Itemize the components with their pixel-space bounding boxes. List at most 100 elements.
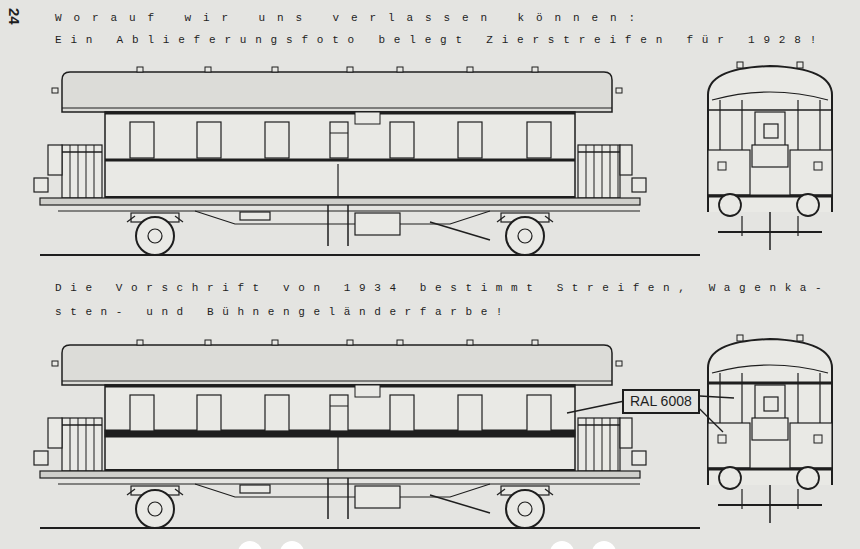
roof-vent [797,335,803,341]
window [265,395,289,431]
truss-rod [195,484,490,497]
page-number: 24 [6,8,22,25]
sole-bar [58,483,640,484]
heading: Worauf wir uns verlassen können: [55,6,647,30]
wheel [136,217,174,255]
end-roof-line [712,92,828,100]
spring [175,216,183,222]
end-railing [790,150,832,195]
end-stripe [708,382,832,385]
railing-bar [618,145,619,198]
truss-post [327,205,329,246]
end-rail [718,231,822,233]
caption: Ein Ablieferungsfoto belegt Zierstreifen… [55,28,825,52]
scan-spot [280,541,304,549]
end-door [755,112,785,150]
car-drawing-1934 [34,335,832,528]
leader-line [700,396,734,398]
wheel-hub [518,229,532,243]
spring [497,489,505,495]
railing-bar [618,418,619,471]
end-railing [708,150,750,195]
railing-bar [594,418,595,471]
truss-post [347,478,349,519]
end-stripe [708,109,832,111]
railing-bar [610,145,611,198]
railing-bar [602,145,603,198]
platform-railing [578,145,620,198]
lamp-bracket [616,361,622,366]
platform-railing [578,418,620,471]
roof-vent [532,340,538,345]
end-post [741,100,742,150]
railing-bar [586,418,587,471]
underframe [40,471,640,478]
roof-vent [532,67,538,72]
roof-vent [397,67,403,72]
window [197,122,221,158]
scan-spot [238,541,262,549]
window [458,395,482,431]
lamp [814,435,822,443]
buffer-head [719,194,741,216]
buffer-head [719,467,741,489]
railing-bar [86,145,87,198]
leader-line [700,409,723,432]
end-view-body [708,339,832,485]
railing-bar [78,418,79,471]
end-window [764,397,778,411]
roof-vent [205,340,211,345]
end-post [797,100,798,150]
wheel [506,490,544,528]
end-post [819,373,820,423]
railing-top [62,151,102,153]
roof-vent [737,62,743,68]
roof-vent [737,335,743,341]
buffer-head [797,467,819,489]
window-bar [330,133,348,134]
buffer [632,178,646,192]
color-callout-box: RAL 6008 [622,389,700,414]
plaque [355,385,380,397]
gangway-plate [752,418,788,440]
railing-top [578,424,620,426]
spring [127,216,135,222]
gangway [620,145,632,175]
roof-vent [137,340,143,345]
truss-rod [195,211,490,224]
brake-rod [430,495,490,513]
battery-box [355,486,400,508]
lamp-bracket [52,88,58,93]
roof-vent [137,67,143,72]
spring [175,489,183,495]
leader-line [567,402,622,414]
roof-vent [397,340,403,345]
window [527,395,551,431]
window [130,395,154,431]
caption: Die Vorschrift von 1934 bestimmt Streife… [55,276,845,324]
railing-top [578,151,620,153]
window-bar [330,406,348,407]
roof-vent [797,62,803,68]
lamp [718,162,726,170]
window [197,395,221,431]
underframe [40,198,640,205]
window [130,122,154,158]
wheel-hub [148,502,162,516]
wheel-hub [148,229,162,243]
buffer [34,451,48,465]
car-body [105,385,575,471]
window [527,122,551,158]
spring [545,216,553,222]
spring [127,489,135,495]
door-joint [337,437,338,470]
brake-rod [430,222,490,240]
lamp [718,435,726,443]
roof-vent [467,340,473,345]
rail [40,254,700,256]
door-joint [337,164,338,197]
sole-bar [58,210,640,211]
end-railing [790,423,832,468]
